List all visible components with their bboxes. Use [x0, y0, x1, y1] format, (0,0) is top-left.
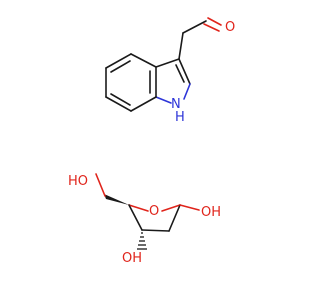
c4-c5-inner-bond — [110, 60, 131, 73]
indole-nh-hydrogen-label: H — [175, 110, 185, 125]
n1-c7a-bond — [155, 96, 172, 104]
hydroxymethyl-hydroxyl-label: HO — [68, 174, 88, 189]
c3-c4-bond — [128, 204, 143, 231]
aldehyde-ring-bond — [178, 32, 184, 60]
hashed-bond-c3-oh — [137, 232, 147, 250]
c3a-c4-bond — [130, 53, 157, 68]
anomeric-oh-bond — [179, 204, 200, 211]
chemical-structure-diagram: O N H O OH — [68, 17, 235, 266]
c6-c7-bond — [105, 96, 132, 112]
aldehyde-double-bond-b — [203, 23, 220, 32]
c7-c7a-bond — [130, 96, 157, 112]
wedge-bond-c4-c5 — [104, 194, 129, 205]
hydroxymethyl-oh-bond — [95, 173, 106, 197]
c1-c2-bond — [168, 204, 181, 232]
indole-nitrogen-label: N — [171, 97, 181, 112]
indole-3-carboxaldehyde: O N H — [105, 17, 235, 125]
anomeric-hydroxyl-label: OH — [201, 205, 221, 220]
c3-c3a-bond — [155, 58, 180, 68]
c4-c5-bond — [105, 53, 132, 69]
2-deoxyribose: O OH OH HO — [68, 173, 221, 266]
aldehyde-c-h-bond — [182, 20, 207, 34]
aldehyde-oxygen-label: O — [225, 20, 235, 35]
ring-oxygen-label: O — [149, 204, 159, 219]
aldehyde-double-bond-a — [207, 17, 222, 26]
c3-c2-inner-bond — [175, 64, 185, 83]
c2-c3-bond — [141, 229, 170, 232]
ring-o-c1-bond — [161, 204, 181, 212]
c6-c7-inner-bond — [110, 93, 131, 106]
c2-n1-bond — [183, 83, 191, 100]
ring-hydroxyl-label: OH — [122, 251, 142, 266]
c3-c2-bond — [178, 58, 191, 85]
ring-o-c4-bond — [128, 204, 149, 212]
